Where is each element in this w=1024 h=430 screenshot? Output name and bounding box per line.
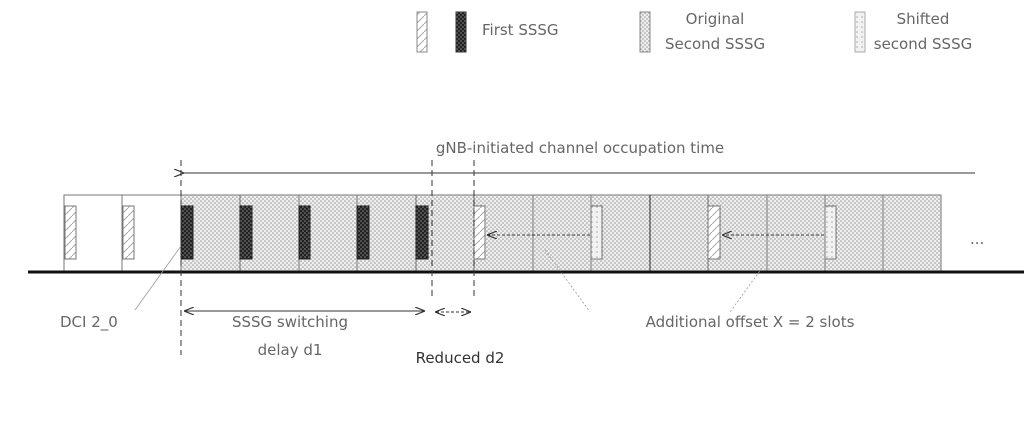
legend-shifted-second-swatch <box>854 11 866 53</box>
cot-label: gNB-initiated channel occupation time <box>435 139 725 157</box>
legend-hatched-swatch <box>416 11 428 53</box>
legend-shifted-label-2: second SSSG <box>873 35 973 53</box>
d1-label-2: delay d1 <box>257 341 323 359</box>
legend-original-second-swatch <box>639 11 651 53</box>
legend-original-label-2: Second SSSG <box>665 35 766 53</box>
original-sssg-block <box>824 205 837 260</box>
ellipsis: ... <box>970 230 985 248</box>
shifted-sssg-block <box>473 205 486 260</box>
d2-label: Reduced d2 <box>415 349 505 367</box>
legend-first-sssg-label: First SSSG <box>482 21 559 39</box>
d1-label-1: SSSG switching <box>231 313 349 331</box>
original-sssg-block <box>590 205 603 260</box>
dci-label: DCI 2_0 <box>60 313 118 331</box>
legend-shifted-label-1: Shifted <box>896 10 950 28</box>
first-sssg-blocks <box>180 205 429 260</box>
legend-first-sssg-swatch <box>455 11 467 53</box>
offset-label: Additional offset X = 2 slots <box>645 313 855 331</box>
legend-original-label-1: Original <box>685 10 745 28</box>
shifted-sssg-block <box>707 205 721 260</box>
